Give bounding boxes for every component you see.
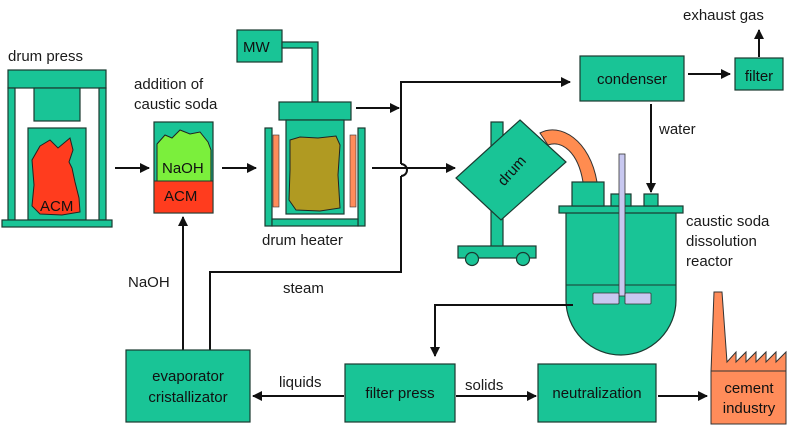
- wheel-left: [464, 251, 480, 267]
- reactor-inlet-drum: [571, 181, 605, 207]
- drum-content: [288, 135, 341, 212]
- evaporator-label-2: cristallizator: [148, 389, 227, 406]
- steam-label: steam: [283, 280, 324, 297]
- dissolution-reactor: [558, 153, 684, 356]
- press-left-post: [7, 87, 16, 221]
- condenser-label: condenser: [597, 71, 667, 88]
- heater-right-wall: [357, 127, 366, 227]
- drum-press-label: drum press: [8, 48, 83, 65]
- flow-arrow-reactor-to-filter-press: [430, 304, 573, 357]
- stirrer-shaft: [618, 153, 626, 297]
- mw-waveguide: [281, 41, 319, 103]
- filter-box: [734, 57, 784, 91]
- condenser-box: [579, 55, 685, 102]
- evaporator-box: [125, 349, 251, 423]
- acm-layer: [153, 180, 214, 214]
- drum-heater-label: drum heater: [262, 232, 343, 249]
- naoh-flow-label: NaOH: [128, 274, 170, 291]
- heating-element-left: [272, 134, 280, 208]
- steam-line-lower: [209, 176, 402, 350]
- reactor-label-3: reactor: [686, 253, 733, 270]
- cement-label-1: cement: [724, 380, 774, 397]
- press-base: [1, 219, 113, 228]
- factory-building: [710, 370, 787, 425]
- drum-heater: [264, 101, 366, 227]
- neutralization-label: neutralization: [552, 385, 641, 402]
- stirrer-blade-right: [624, 292, 652, 305]
- stirrer-blade-left: [592, 292, 620, 305]
- acm-press-label: ACM: [40, 198, 73, 215]
- mw-box: [236, 29, 283, 63]
- heating-element-right: [349, 134, 357, 208]
- addition-label-1: addition of: [134, 76, 204, 93]
- wheel-right: [515, 251, 531, 267]
- addition-label-2: caustic soda: [134, 96, 218, 113]
- line-jump: [400, 163, 408, 177]
- caustic-container: [153, 121, 214, 214]
- acm-layer-label: ACM: [164, 188, 197, 205]
- filter-label: filter: [745, 68, 773, 85]
- drum-press: [1, 69, 113, 228]
- neutralization-box: [537, 363, 657, 423]
- solids-label: solids: [465, 377, 503, 394]
- heater-base: [271, 218, 359, 227]
- drum-tipper: drum: [455, 119, 598, 267]
- press-top-beam: [7, 69, 107, 89]
- exhaust-gas-label: exhaust gas: [683, 7, 764, 24]
- heater-left-wall: [264, 127, 273, 227]
- cement-factory: [710, 291, 787, 425]
- reactor-label-1: caustic soda: [686, 213, 770, 230]
- press-ram: [33, 87, 81, 122]
- evaporator-label-1: evaporator: [152, 368, 224, 385]
- heater-lid: [278, 101, 352, 121]
- press-right-post: [98, 87, 107, 221]
- cement-label-2: industry: [723, 400, 776, 417]
- microwave-unit: [236, 29, 319, 103]
- reactor-water-inlet: [643, 193, 659, 207]
- reactor-label-2: dissolution: [686, 233, 757, 250]
- factory-roof-chimney: [710, 291, 787, 373]
- liquids-label: liquids: [279, 374, 322, 391]
- drum-body: [455, 119, 567, 221]
- acm-material: [31, 137, 81, 216]
- filter-press-box: [344, 363, 456, 423]
- water-label: water: [658, 121, 696, 138]
- mw-label: MW: [243, 39, 270, 56]
- filter-press-label: filter press: [365, 385, 434, 402]
- naoh-layer-label: NaOH: [162, 160, 204, 177]
- steam-line-to-condenser: [400, 77, 571, 164]
